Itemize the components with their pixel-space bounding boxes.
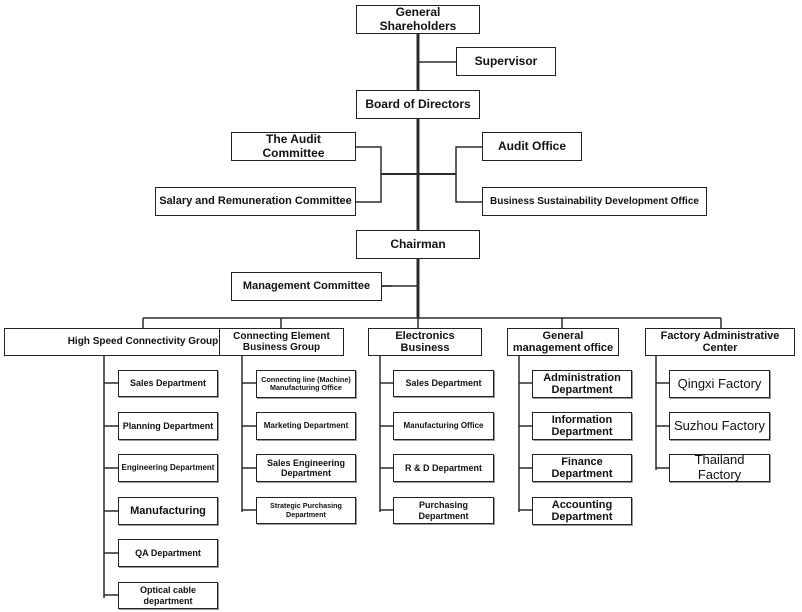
node-audit-office: Audit Office bbox=[482, 132, 582, 161]
dept-card: Sales Engineering Department bbox=[256, 454, 356, 482]
dept-card: Manufacturing bbox=[118, 497, 218, 525]
dept-card: Purchasing Department bbox=[393, 497, 494, 524]
group-header-4: General management office bbox=[507, 328, 619, 356]
dept-label: Information Department bbox=[551, 413, 613, 438]
group-title: General management office bbox=[512, 329, 614, 354]
node-label: Business Sustainability Development Offi… bbox=[490, 195, 699, 207]
group-title: Factory Administrative Center bbox=[660, 329, 780, 354]
group-header-3: Electronics Business bbox=[368, 328, 482, 356]
dept-label: Thailand Factory bbox=[694, 452, 745, 482]
dept-card: Thailand Factory bbox=[669, 452, 770, 482]
group-title: Connecting Element Business Group bbox=[233, 330, 330, 353]
dept-label: Engineering Department bbox=[121, 462, 215, 472]
dept-label: Planning Department bbox=[122, 420, 214, 431]
node-label: Board of Directors bbox=[365, 96, 471, 111]
group-title: Electronics Business bbox=[395, 329, 455, 354]
node-label: Supervisor bbox=[474, 53, 538, 68]
dept-card: Connecting line (Machine) Manufacturing … bbox=[256, 370, 356, 398]
node-management-committee: Management Committee bbox=[231, 272, 382, 301]
dept-label: Suzhou Factory bbox=[673, 417, 766, 433]
dept-card: QA Department bbox=[118, 539, 218, 567]
dept-card: Accounting Department bbox=[532, 497, 632, 525]
dept-card: R & D Department bbox=[393, 454, 494, 482]
dept-label: Finance Department bbox=[551, 455, 613, 480]
dept-card: Marketing Department bbox=[256, 412, 356, 440]
dept-card: Administration Department bbox=[532, 370, 632, 398]
dept-label: Sales Department bbox=[129, 378, 207, 389]
node-board-of-directors: Board of Directors bbox=[356, 90, 480, 119]
dept-card: Finance Department bbox=[532, 454, 632, 482]
dept-card: Strategic Purchasing Department bbox=[256, 497, 356, 524]
group-title: High Speed Connectivity Group bbox=[67, 336, 219, 348]
dept-label: Administration Department bbox=[543, 371, 621, 396]
dept-label: Marketing Department bbox=[263, 420, 349, 430]
node-sustainability-office: Business Sustainability Development Offi… bbox=[482, 187, 707, 216]
dept-label: Qingxi Factory bbox=[677, 375, 762, 391]
offices-bracket bbox=[455, 146, 482, 203]
dept-card: Optical cable department bbox=[118, 582, 218, 609]
dept-card: Sales Department bbox=[118, 370, 218, 397]
group-header-2: Connecting Element Business Group bbox=[219, 328, 344, 356]
dept-label: Manufacturing Office bbox=[403, 420, 484, 430]
dept-label: Purchasing Department bbox=[418, 500, 469, 521]
dept-label: QA Department bbox=[135, 547, 201, 558]
dept-label: Manufacturing bbox=[130, 504, 206, 517]
dept-card: Engineering Department bbox=[118, 454, 218, 482]
node-label: Chairman bbox=[390, 236, 446, 251]
dept-card: Sales Department bbox=[393, 370, 494, 397]
node-label: Management Committee bbox=[242, 280, 371, 293]
node-supervisor: Supervisor bbox=[456, 47, 556, 76]
group-header-5: Factory Administrative Center bbox=[645, 328, 795, 356]
node-general-shareholders: General Shareholders bbox=[356, 5, 480, 34]
committees-bracket bbox=[356, 146, 382, 203]
dept-label: Strategic Purchasing Department bbox=[270, 501, 342, 519]
dept-card: Qingxi Factory bbox=[669, 370, 770, 398]
dept-label: Sales Engineering Department bbox=[266, 457, 346, 478]
node-label: Audit Office bbox=[498, 138, 566, 153]
dept-card: Manufacturing Office bbox=[393, 412, 494, 440]
dept-card: Planning Department bbox=[118, 412, 218, 440]
dept-label: Connecting line (Machine) Manufacturing … bbox=[261, 374, 351, 392]
node-label: General Shareholders bbox=[379, 5, 457, 33]
dept-label: Accounting Department bbox=[551, 498, 613, 523]
node-label: The Audit Committee bbox=[262, 132, 325, 160]
dept-card: Information Department bbox=[532, 412, 632, 440]
dept-label: Optical cable department bbox=[139, 585, 197, 606]
node-chairman: Chairman bbox=[356, 230, 480, 259]
dept-label: Sales Department bbox=[405, 378, 482, 389]
node-audit-committee: The Audit Committee bbox=[231, 132, 356, 161]
dept-label: R & D Department bbox=[404, 462, 482, 473]
node-salary-committee: Salary and Remuneration Committee bbox=[155, 187, 356, 216]
dept-card: Suzhou Factory bbox=[669, 412, 770, 440]
node-label: Salary and Remuneration Committee bbox=[159, 195, 352, 208]
